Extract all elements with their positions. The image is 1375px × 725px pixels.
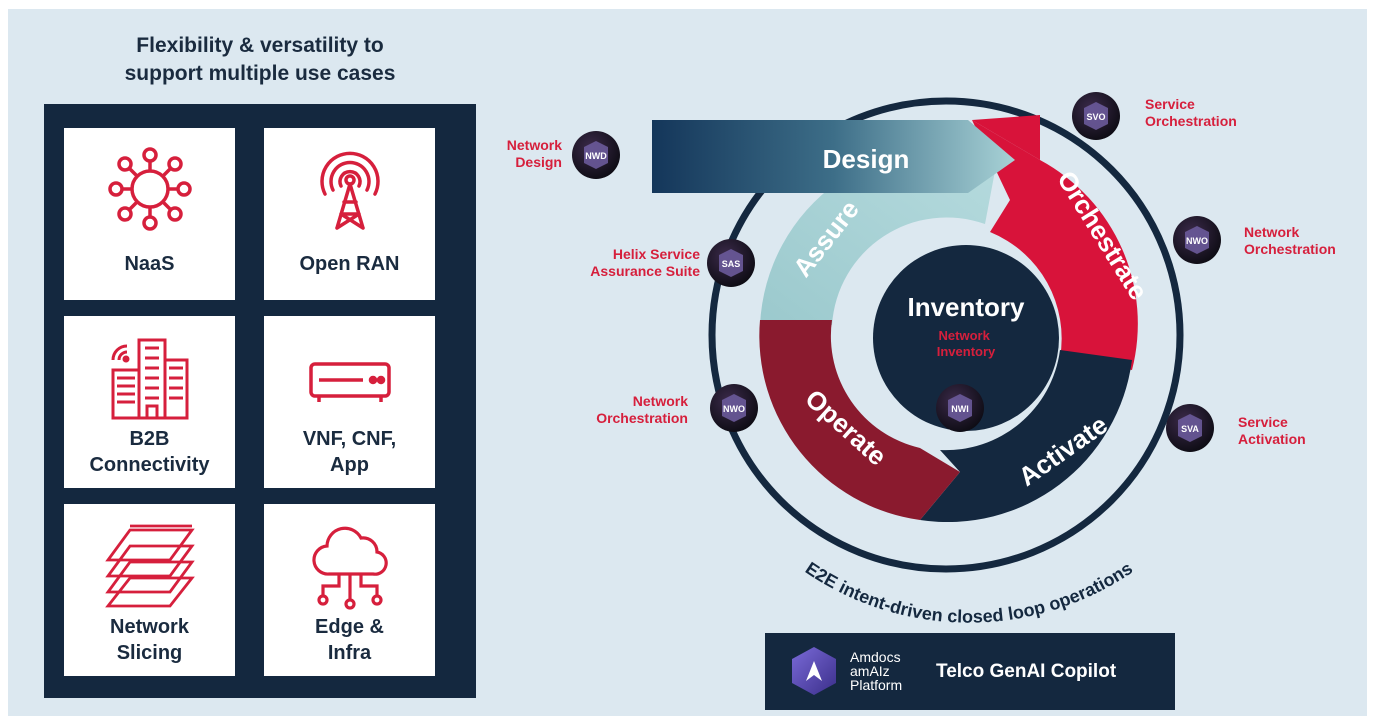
badge-svo: SVO bbox=[1072, 92, 1120, 140]
badge-sas: SAS bbox=[707, 239, 755, 287]
tile-label: B2B Connectivity bbox=[89, 428, 210, 476]
label-network-orchestration-right: Network Orchestration bbox=[1244, 224, 1336, 257]
inventory-subtitle: Network Inventory bbox=[937, 328, 996, 359]
tile-edge-infra: Edge & Infra bbox=[264, 504, 435, 676]
label-network-design: Network Design bbox=[506, 137, 562, 170]
svg-text:NWD: NWD bbox=[585, 151, 607, 161]
tile-label: Network Slicing bbox=[110, 616, 189, 664]
label-helix-service-assurance: Helix Service Assurance Suite bbox=[590, 246, 700, 279]
design-label: Design bbox=[823, 144, 910, 174]
svg-text:SVO: SVO bbox=[1086, 112, 1105, 122]
network-hub-icon bbox=[105, 144, 195, 234]
layers-icon bbox=[100, 520, 200, 610]
badge-nwd: NWD bbox=[572, 131, 620, 179]
orchestrate-arc bbox=[972, 120, 1138, 370]
outer-ring bbox=[708, 97, 1184, 573]
design-arrow bbox=[652, 120, 1015, 193]
svg-text:NWO: NWO bbox=[1186, 236, 1208, 246]
label-network-orchestration-left: Network Orchestration bbox=[596, 393, 688, 426]
label-service-activation: Service Activation bbox=[1238, 414, 1306, 447]
svg-text:SVA: SVA bbox=[1181, 424, 1199, 434]
server-appliance-icon bbox=[305, 332, 395, 422]
tile-b2b-connectivity: B2B Connectivity bbox=[64, 316, 235, 488]
badge-sva: SVA bbox=[1166, 404, 1214, 452]
svg-text:NWI: NWI bbox=[951, 404, 969, 414]
tile-vnf-cnf-app: VNF, CNF, App bbox=[264, 316, 435, 488]
copilot-title: Telco GenAI Copilot bbox=[936, 661, 1117, 682]
inventory-title: Inventory bbox=[907, 292, 1025, 322]
tile-label: Open RAN bbox=[299, 253, 400, 275]
amaiz-logo-icon bbox=[788, 645, 840, 697]
badge-nwo-right: NWO bbox=[1173, 216, 1221, 264]
activate-arc bbox=[920, 350, 1132, 523]
tile-network-slicing: Network Slicing bbox=[64, 504, 235, 676]
tile-label: NaaS bbox=[124, 253, 175, 275]
building-wireless-icon bbox=[105, 332, 195, 422]
svg-text:SAS: SAS bbox=[722, 259, 741, 269]
tile-open-ran: Open RAN bbox=[264, 128, 435, 300]
use-cases-title: Flexibility & versatility to support mul… bbox=[124, 34, 396, 85]
inventory-core bbox=[873, 245, 1059, 431]
tile-label: VNF, CNF, App bbox=[302, 428, 397, 476]
cloud-edge-icon bbox=[305, 520, 395, 610]
tile-naas: NaaS bbox=[64, 128, 235, 300]
badge-nwo-left: NWO bbox=[710, 384, 758, 432]
copilot-brand: Amdocs amAIz Platform bbox=[850, 649, 903, 693]
use-cases-grid: NaaS Open RAN bbox=[44, 104, 476, 698]
svg-text:NWO: NWO bbox=[723, 404, 745, 414]
tile-label: Edge & Infra bbox=[315, 616, 384, 664]
operate-arc bbox=[759, 320, 960, 520]
antenna-tower-icon bbox=[305, 144, 395, 234]
label-service-orchestration: Service Orchestration bbox=[1145, 96, 1237, 129]
badge-nwi: NWI bbox=[936, 384, 984, 432]
